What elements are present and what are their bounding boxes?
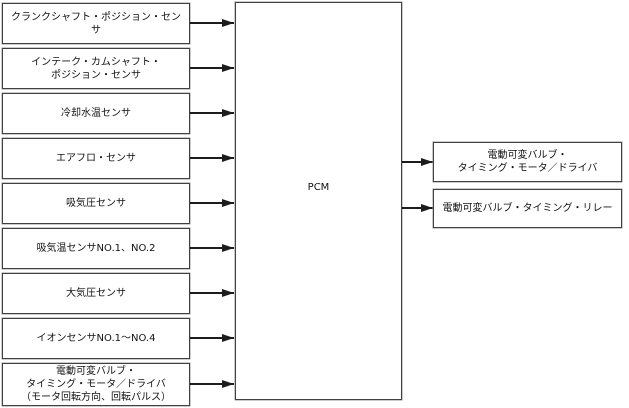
output-label: 電動可変バルブ・タイミング・リレー — [442, 203, 613, 214]
flow-arrow — [190, 19, 234, 27]
input-label: 吸気圧センサ — [66, 198, 126, 209]
arrowhead-icon — [222, 334, 234, 342]
output-box-evt-motor-driver: 電動可変バルブ・ タイミング・モータ／ドライバ — [433, 142, 622, 182]
input-box-airflow-sensor: エアフロ・センサ — [2, 138, 190, 179]
input-label: 冷却水温センサ — [61, 108, 131, 119]
input-box-ion-sensor: イオンセンサNO.1～NO.4 — [2, 318, 190, 359]
arrowhead-icon — [222, 199, 234, 207]
flow-arrow — [190, 64, 234, 72]
input-box-coolant-temp-sensor: 冷却水温センサ — [2, 93, 190, 134]
input-box-barometric-pressure-sensor: 大気圧センサ — [2, 273, 190, 314]
input-label: エアフロ・センサ — [56, 153, 136, 164]
arrowhead-icon — [222, 244, 234, 252]
arrowhead-icon — [222, 154, 234, 162]
input-label: イオンセンサNO.1～NO.4 — [36, 333, 156, 344]
input-label: 電動可変バルブ・ タイミング・モータ／ドライバ （モータ回転方向、回転パルス） — [21, 366, 171, 403]
input-box-intake-pressure-sensor: 吸気圧センサ — [2, 183, 190, 224]
flow-arrow — [190, 154, 234, 162]
flow-arrow — [190, 334, 234, 342]
input-box-intake-temp-sensor: 吸気温センサNO.1、NO.2 — [2, 228, 190, 269]
flow-arrow — [190, 244, 234, 252]
flow-arrow — [402, 158, 433, 166]
flow-arrow — [190, 289, 234, 297]
pcm-box: PCM — [235, 2, 402, 400]
arrowhead-icon — [222, 380, 234, 388]
input-label: インテーク・カムシャフト・ ポジション・センサ — [31, 56, 161, 81]
pcm-label: PCM — [307, 181, 330, 193]
flow-arrow — [190, 109, 234, 117]
flow-arrow — [190, 380, 234, 388]
input-label: クランクシャフト・ポジション・センサ — [11, 11, 181, 36]
output-label: 電動可変バルブ・ タイミング・モータ／ドライバ — [457, 150, 598, 174]
output-box-evt-relay: 電動可変バルブ・タイミング・リレー — [433, 189, 622, 228]
arrowhead-icon — [222, 109, 234, 117]
flow-arrow — [190, 199, 234, 207]
flow-arrow — [402, 204, 433, 212]
input-box-crankshaft-position-sensor: クランクシャフト・ポジション・センサ — [2, 3, 190, 44]
input-label: 大気圧センサ — [66, 288, 126, 299]
input-label: 吸気温センサNO.1、NO.2 — [36, 243, 156, 254]
arrowhead-icon — [222, 64, 234, 72]
arrowhead-icon — [421, 204, 433, 212]
arrowhead-icon — [421, 158, 433, 166]
arrowhead-icon — [222, 289, 234, 297]
arrowhead-icon — [222, 19, 234, 27]
input-box-evt-motor-driver: 電動可変バルブ・ タイミング・モータ／ドライバ （モータ回転方向、回転パルス） — [2, 363, 190, 406]
input-box-intake-camshaft-position-sensor: インテーク・カムシャフト・ ポジション・センサ — [2, 48, 190, 89]
